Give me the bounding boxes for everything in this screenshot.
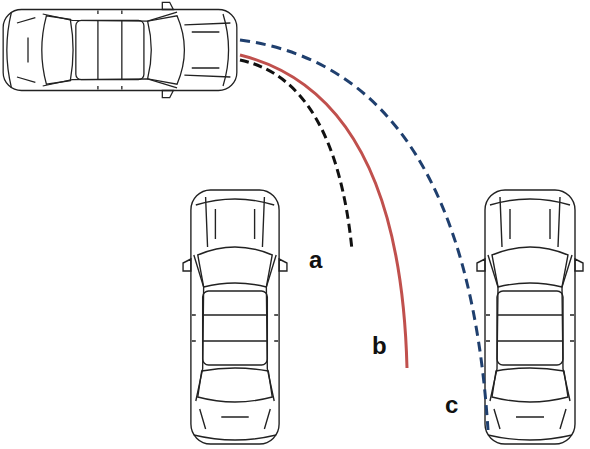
top-car — [3, 2, 237, 97]
left-parked-car — [183, 190, 287, 444]
path-b — [240, 55, 407, 368]
path-a — [240, 60, 352, 250]
path-letter: a — [309, 248, 322, 272]
path-c — [240, 40, 488, 430]
path-letter: c — [445, 393, 458, 417]
right-parked-car — [477, 190, 583, 444]
path-letter: b — [372, 334, 387, 358]
